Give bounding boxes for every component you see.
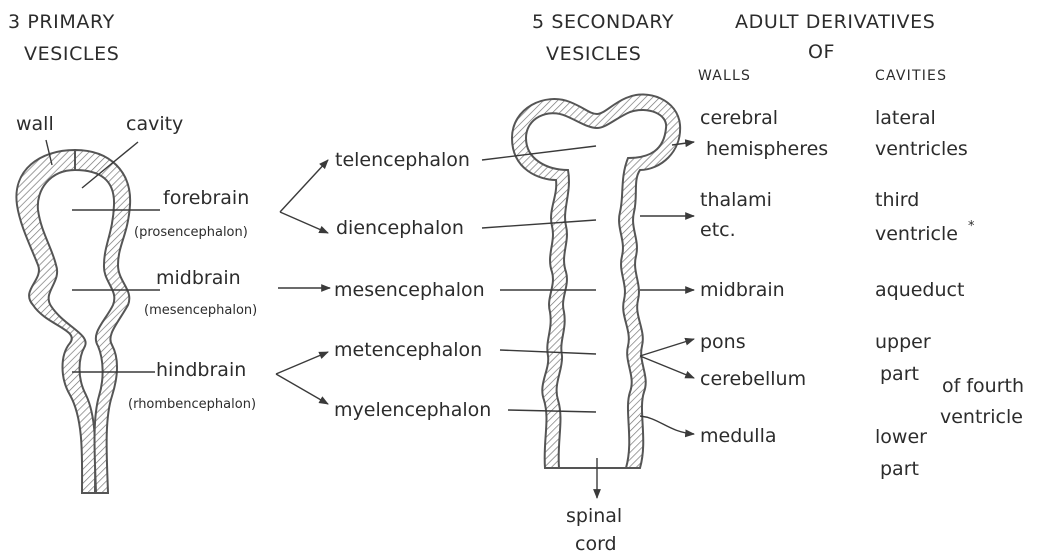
- arrow-to-telencephalon: [280, 160, 328, 212]
- lower-part-label: part: [880, 458, 919, 480]
- telencephalon-leader: [482, 146, 596, 160]
- arrow-to-myelencephalon: [276, 374, 328, 404]
- diencephalon-leader: [482, 220, 596, 228]
- etc-label: etc.: [700, 219, 736, 241]
- arrow-to-cerebellum: [640, 356, 694, 378]
- primary-tube: [16, 140, 138, 493]
- cerebellum-label: cerebellum: [700, 368, 806, 390]
- myelencephalon-leader: [508, 410, 596, 412]
- lateral-label: lateral: [875, 107, 936, 129]
- primary-to-secondary-arrows: [276, 160, 330, 404]
- cerebral-label: cerebral: [700, 107, 778, 129]
- cord-label: cord: [575, 533, 617, 555]
- hindbrain-label: hindbrain: [156, 359, 246, 381]
- ventricles-label: ventricles: [875, 138, 968, 160]
- mesencephalon-secondary-label: mesencephalon: [334, 279, 485, 301]
- prosencephalon-label: (prosencephalon): [134, 225, 248, 240]
- arrow-to-pons: [640, 339, 694, 356]
- mesencephalon-label: (mesencephalon): [144, 303, 257, 318]
- secondary-header-line2: VESICLES: [546, 43, 641, 65]
- of-fourth-label: of fourth: [942, 375, 1024, 397]
- lower-label: lower: [875, 426, 927, 448]
- arrow-to-metencephalon: [276, 352, 328, 374]
- adult-header-line2: OF: [808, 41, 835, 63]
- forebrain-label: forebrain: [163, 187, 249, 209]
- walls-header: WALLS: [698, 68, 751, 84]
- medulla-label: medulla: [700, 425, 777, 447]
- secondary-header-line1: 5 SECONDARY: [532, 11, 674, 33]
- cavity-label: cavity: [126, 113, 183, 135]
- diencephalon-label: diencephalon: [336, 217, 464, 239]
- metencephalon-label: metencephalon: [334, 339, 482, 361]
- secondary-leaders: [482, 146, 596, 412]
- rhombencephalon-label: (rhombencephalon): [128, 397, 256, 412]
- wall-label: wall: [16, 113, 54, 135]
- arrow-to-medulla: [640, 416, 694, 434]
- third-ventricle-label: ventricle: [875, 223, 958, 245]
- cavities-header: CAVITIES: [875, 68, 947, 84]
- telencephalon-label: telencephalon: [335, 149, 470, 171]
- secondary-tube-wall: [512, 94, 680, 468]
- third-label: third: [875, 189, 919, 211]
- pons-label: pons: [700, 331, 746, 353]
- adult-header-line1: ADULT DERIVATIVES: [735, 11, 935, 33]
- aqueduct-label: aqueduct: [875, 279, 964, 301]
- upper-part-label: part: [880, 363, 919, 385]
- hemispheres-label: hemispheres: [706, 138, 828, 160]
- spinal-label: spinal: [566, 505, 622, 527]
- midbrain-wall-label: midbrain: [700, 279, 785, 301]
- myelencephalon-label: myelencephalon: [334, 399, 491, 421]
- primary-header-line1: 3 PRIMARY: [8, 11, 115, 33]
- primary-header-line2: VESICLES: [24, 43, 119, 65]
- footnote-asterisk: *: [968, 219, 975, 234]
- upper-label: upper: [875, 331, 931, 353]
- midbrain-label: midbrain: [156, 267, 241, 289]
- primary-tube-wall-left: [16, 150, 95, 493]
- thalami-label: thalami: [700, 189, 772, 211]
- arrow-to-diencephalon: [280, 212, 328, 233]
- tube-to-walls-arrows: [640, 142, 694, 434]
- secondary-tube: [512, 94, 680, 498]
- fourth-ventricle-label: ventricle: [940, 406, 1023, 428]
